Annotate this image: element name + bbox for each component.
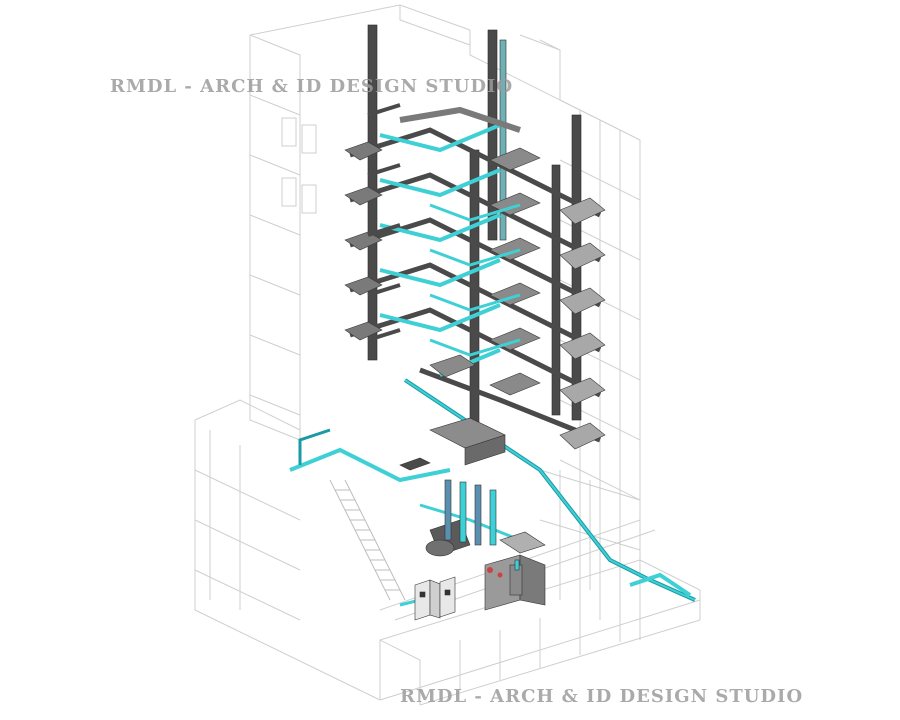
floor-duct-level-3	[344, 213, 606, 315]
floor-duct-level-5	[344, 303, 606, 405]
watermark-bottom: RMDL - ARCH & ID DESIGN STUDIO	[400, 686, 804, 707]
floor-duct-runs	[344, 106, 606, 450]
floor-duct-level-2	[344, 168, 606, 270]
floor-duct-level-1	[344, 106, 606, 225]
floor-duct-level-6	[419, 348, 606, 450]
floor-duct-level-4	[344, 258, 606, 360]
plant-room-equipment	[399, 417, 546, 621]
left-riser-branches	[367, 103, 401, 342]
watermark-top: RMDL - ARCH & ID DESIGN STUDIO	[110, 76, 514, 97]
